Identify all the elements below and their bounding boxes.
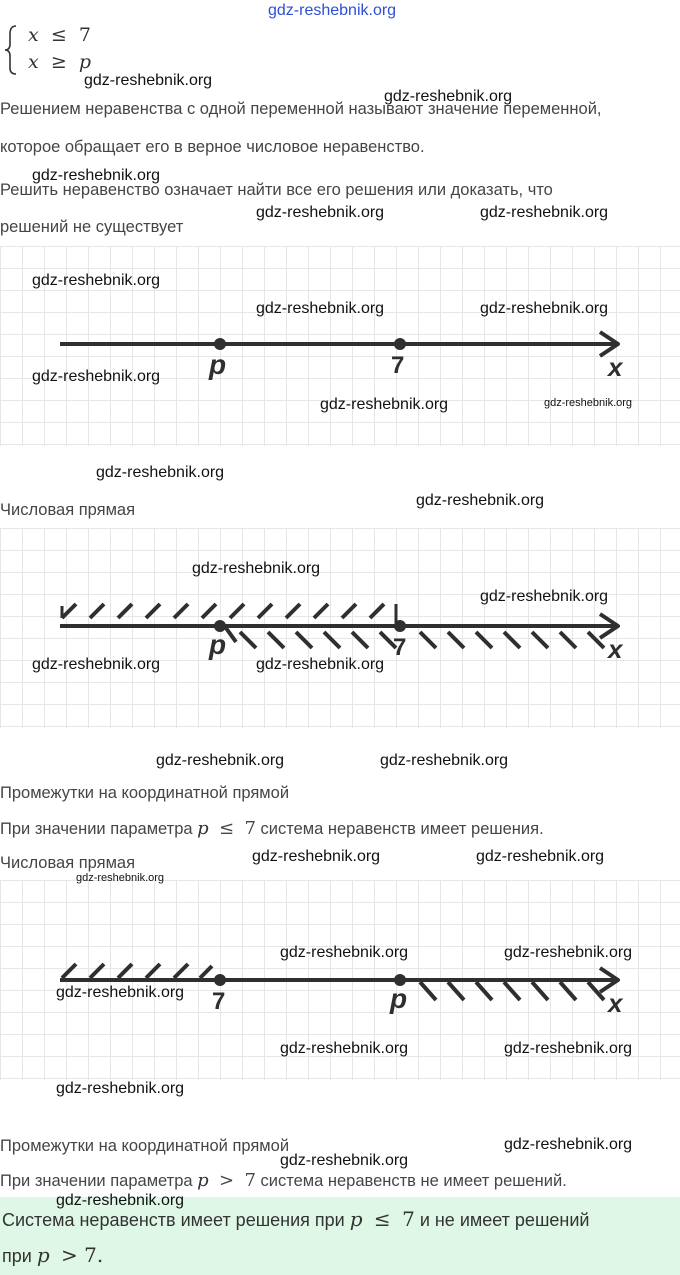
definition-1-line-2: которое обращает его в верное числовое н… — [0, 138, 425, 156]
watermark: gdz-reshebnik.org — [280, 1152, 409, 1169]
watermark: gdz-reshebnik.org — [504, 1136, 633, 1153]
watermark: gdz-reshebnik.org — [32, 656, 161, 673]
watermark: gdz-reshebnik.org — [480, 300, 609, 317]
watermark: gdz-reshebnik.org — [56, 1192, 185, 1209]
point-p — [214, 620, 226, 632]
label-p: p — [390, 983, 408, 1014]
hatching-lower — [418, 980, 606, 1002]
definition-2-line-1: Решить неравенство означает найти все ег… — [0, 181, 553, 199]
caption-intervals-1: Промежутки на координатной прямой — [0, 784, 290, 802]
watermark: gdz-reshebnik.org — [32, 167, 161, 184]
statement-has-solutions: При значении параметра p ≤ 7 система нер… — [0, 818, 544, 839]
point-p — [394, 974, 406, 986]
definition-1-line-1: Решением неравенства с одной переменной … — [0, 100, 602, 118]
axis-label-x: x — [608, 988, 623, 1018]
system-row-1: x ≤ 7 — [28, 24, 91, 46]
watermark: gdz-reshebnik.org — [256, 204, 385, 221]
watermark: gdz-reshebnik.org — [32, 272, 161, 289]
watermark: gdz-reshebnik.org — [56, 984, 185, 1001]
arrow-right-icon — [598, 330, 620, 358]
label-7: 7 — [393, 634, 407, 661]
label-7: 7 — [212, 988, 226, 1015]
watermark: gdz-reshebnik.org — [476, 848, 605, 865]
arrow-right-icon — [598, 612, 620, 640]
statement-no-solutions: При значении параметра p > 7 система нер… — [0, 1170, 567, 1191]
label-p: p — [209, 349, 227, 380]
number-line-figure-3: 7 p x — [0, 880, 680, 1080]
watermark: gdz-reshebnik.org — [320, 396, 449, 413]
watermark: gdz-reshebnik.org — [256, 300, 385, 317]
watermark: gdz-reshebnik.org — [380, 752, 509, 769]
watermark: gdz-reshebnik.org — [192, 560, 321, 577]
caption-number-line-2: Числовая прямая — [0, 854, 136, 872]
watermark: gdz-reshebnik.org — [504, 1040, 633, 1057]
watermark: gdz-reshebnik.org — [384, 88, 513, 105]
caption-number-line-1: Числовая прямая — [0, 501, 136, 519]
label-7: 7 — [391, 352, 405, 379]
arrow-right-icon — [598, 966, 620, 994]
inequality-system: x ≤ 7 x ≥ p — [2, 22, 122, 78]
system-row-2: x ≥ p — [28, 51, 91, 73]
caption-intervals-2: Промежутки на координатной прямой — [0, 1137, 290, 1155]
conclusion-line-1: Система неравенств имеет решения при p ≤… — [2, 1207, 590, 1231]
watermark: gdz-reshebnik.org — [56, 1080, 185, 1097]
point-7 — [394, 620, 406, 632]
hatching-upper — [60, 962, 214, 980]
hatching-upper — [60, 602, 398, 624]
watermark: gdz-reshebnik.org — [280, 944, 409, 961]
watermark: gdz-reshebnik.org — [84, 72, 213, 89]
definition-2-line-2: решений не существует — [0, 218, 184, 236]
label-p: p — [209, 629, 227, 660]
point-7 — [214, 974, 226, 986]
watermark: gdz-reshebnik.org — [156, 752, 285, 769]
watermark: gdz-reshebnik.org — [416, 492, 545, 509]
axis-label-x: x — [608, 352, 623, 382]
watermark: gdz-reshebnik.org — [96, 464, 225, 481]
conclusion-box: Система неравенств имеет решения при p ≤… — [0, 1197, 680, 1275]
watermark: gdz-reshebnik.org — [544, 397, 633, 409]
point-7 — [394, 338, 406, 350]
watermark: gdz-reshebnik.org — [32, 368, 161, 385]
brace-icon — [4, 25, 17, 75]
watermark: gdz-reshebnik.org — [256, 656, 385, 673]
point-p — [214, 338, 226, 350]
watermark: gdz-reshebnik.org — [480, 204, 609, 221]
axis-label-x: x — [608, 634, 623, 664]
hatching-lower — [224, 626, 606, 650]
watermark: gdz-reshebnik.org — [280, 1040, 409, 1057]
watermark: gdz-reshebnik.org — [76, 872, 165, 884]
number-line-figure-2: p 7 x — [0, 528, 680, 728]
watermark-top: gdz-reshebnik.org — [268, 2, 397, 19]
watermark: gdz-reshebnik.org — [252, 848, 381, 865]
watermark: gdz-reshebnik.org — [480, 588, 609, 605]
watermark: gdz-reshebnik.org — [504, 944, 633, 961]
number-line-figure-1: p 7 x — [0, 246, 680, 446]
conclusion-line-2: при p > 7. — [2, 1243, 104, 1267]
